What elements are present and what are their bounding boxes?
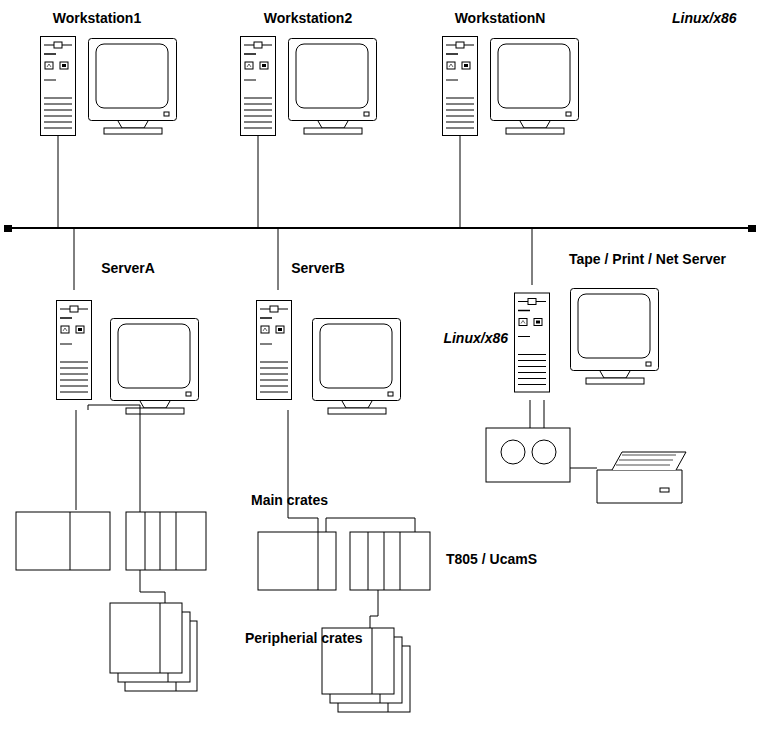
- computer-node: ServerB: [256, 290, 404, 418]
- computer-name: Workstation1: [53, 10, 141, 26]
- platform-label: Linux/x86: [443, 330, 508, 346]
- computer-node: Tape / Print / Net Server: [514, 285, 662, 400]
- computer-name: WorkstationN: [455, 10, 546, 26]
- computer-name: ServerA: [101, 260, 155, 276]
- platform-label: Linux/x86: [672, 10, 737, 26]
- computer-node: Workstation1: [40, 36, 180, 138]
- crate-label: Peripherial crates: [245, 630, 363, 646]
- computer-node: Workstation2: [240, 36, 380, 138]
- crate-label: T805 / UcamS: [446, 551, 537, 567]
- computer-name: ServerB: [291, 260, 345, 276]
- computer-node: WorkstationN: [442, 36, 582, 138]
- computer-name: Tape / Print / Net Server: [569, 251, 726, 267]
- computer-name: Workstation2: [264, 10, 352, 26]
- crate-label: Main crates: [251, 492, 328, 508]
- computer-node: ServerA: [56, 290, 202, 418]
